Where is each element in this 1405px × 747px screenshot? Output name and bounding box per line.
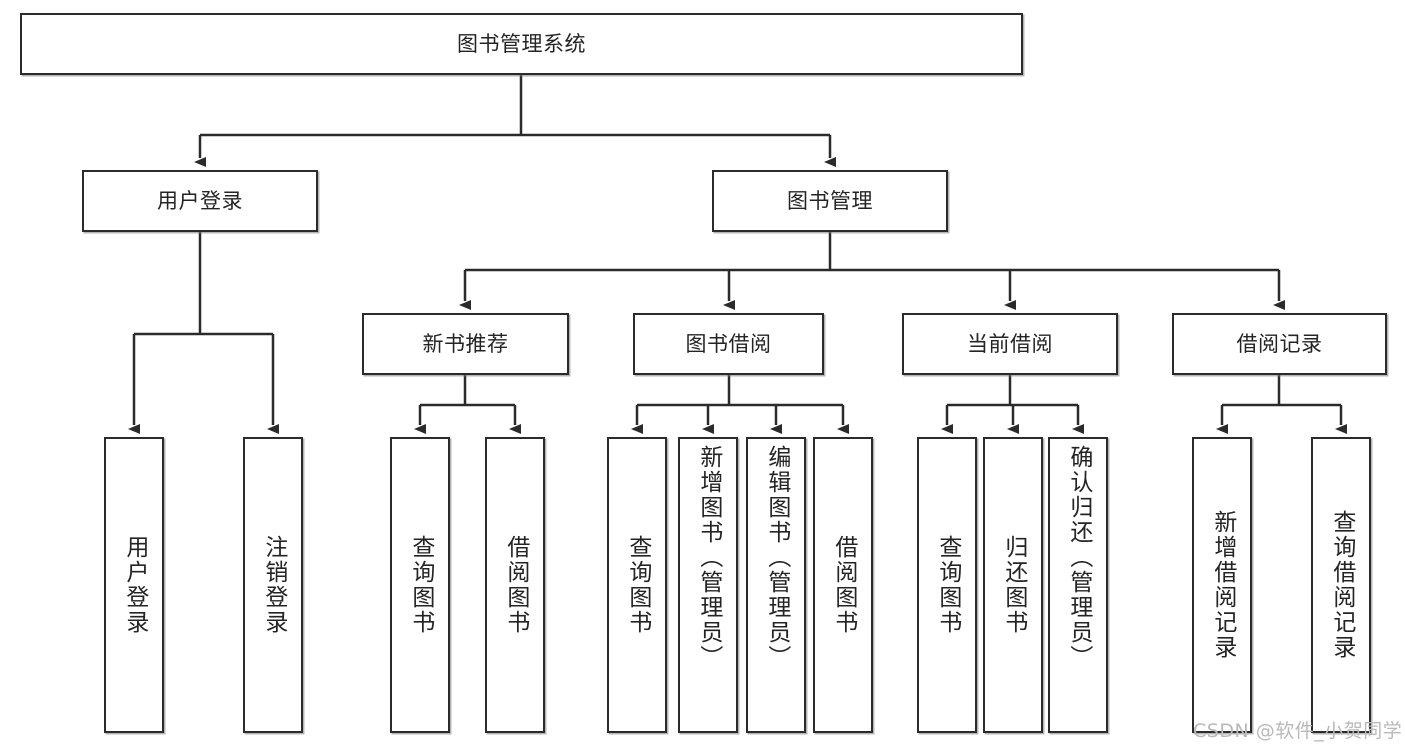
node-label: 当前借阅 <box>967 331 1053 356</box>
csdn-watermark: CSDN @软件_小贺同学 <box>1193 720 1403 742</box>
node-leaf-edit-book-admin[interactable]: 编辑图书（管理员） <box>746 437 806 733</box>
node-label: 新增借阅记录 <box>1209 510 1236 660</box>
node-leaf-query-book-3[interactable]: 查询图书 <box>917 437 977 733</box>
node-label: 用户登录 <box>157 188 243 213</box>
node-book-manage[interactable]: 图书管理 <box>712 170 948 232</box>
node-label: 新书推荐 <box>422 331 509 356</box>
node-label: 新增图书（管理员） <box>695 445 722 670</box>
node-label: 归还图书 <box>1000 535 1027 635</box>
node-label: 查询借阅记录 <box>1328 510 1355 660</box>
node-label: 注销登录 <box>260 535 287 635</box>
node-leaf-logout[interactable]: 注销登录 <box>243 437 303 733</box>
node-label: 借阅图书 <box>830 535 857 635</box>
node-label: 图书管理系统 <box>457 31 586 56</box>
node-label: 确认归还（管理员） <box>1065 445 1092 670</box>
node-label: 图书管理 <box>787 188 873 213</box>
node-root-system[interactable]: 图书管理系统 <box>20 13 1023 75</box>
node-new-book-recommend[interactable]: 新书推荐 <box>362 313 569 375</box>
node-label: 查询图书 <box>624 535 651 635</box>
node-label: 借阅图书 <box>502 535 529 635</box>
node-leaf-query-book-1[interactable]: 查询图书 <box>390 437 450 733</box>
node-user-login[interactable]: 用户登录 <box>82 170 318 232</box>
node-label: 编辑图书（管理员） <box>763 445 790 670</box>
node-leaf-add-book-admin[interactable]: 新增图书（管理员） <box>678 437 738 733</box>
node-label: 借阅记录 <box>1236 331 1323 356</box>
node-label: 查询图书 <box>407 535 434 635</box>
node-label: 图书借阅 <box>685 331 772 356</box>
node-leaf-query-borrow-record[interactable]: 查询借阅记录 <box>1311 437 1371 733</box>
node-book-borrow[interactable]: 图书借阅 <box>633 313 824 375</box>
node-leaf-user-login[interactable]: 用户登录 <box>104 437 164 733</box>
node-current-borrow[interactable]: 当前借阅 <box>902 313 1118 375</box>
node-label: 用户登录 <box>121 535 148 635</box>
node-leaf-borrow-book-2[interactable]: 借阅图书 <box>813 437 873 733</box>
node-leaf-borrow-book-1[interactable]: 借阅图书 <box>485 437 545 733</box>
node-label: 查询图书 <box>934 535 961 635</box>
node-leaf-query-book-2[interactable]: 查询图书 <box>607 437 667 733</box>
node-leaf-return-book[interactable]: 归还图书 <box>983 437 1043 733</box>
node-leaf-confirm-return-admin[interactable]: 确认归还（管理员） <box>1048 437 1108 733</box>
node-leaf-add-borrow-record[interactable]: 新增借阅记录 <box>1192 437 1252 733</box>
node-borrow-record[interactable]: 借阅记录 <box>1172 313 1387 375</box>
